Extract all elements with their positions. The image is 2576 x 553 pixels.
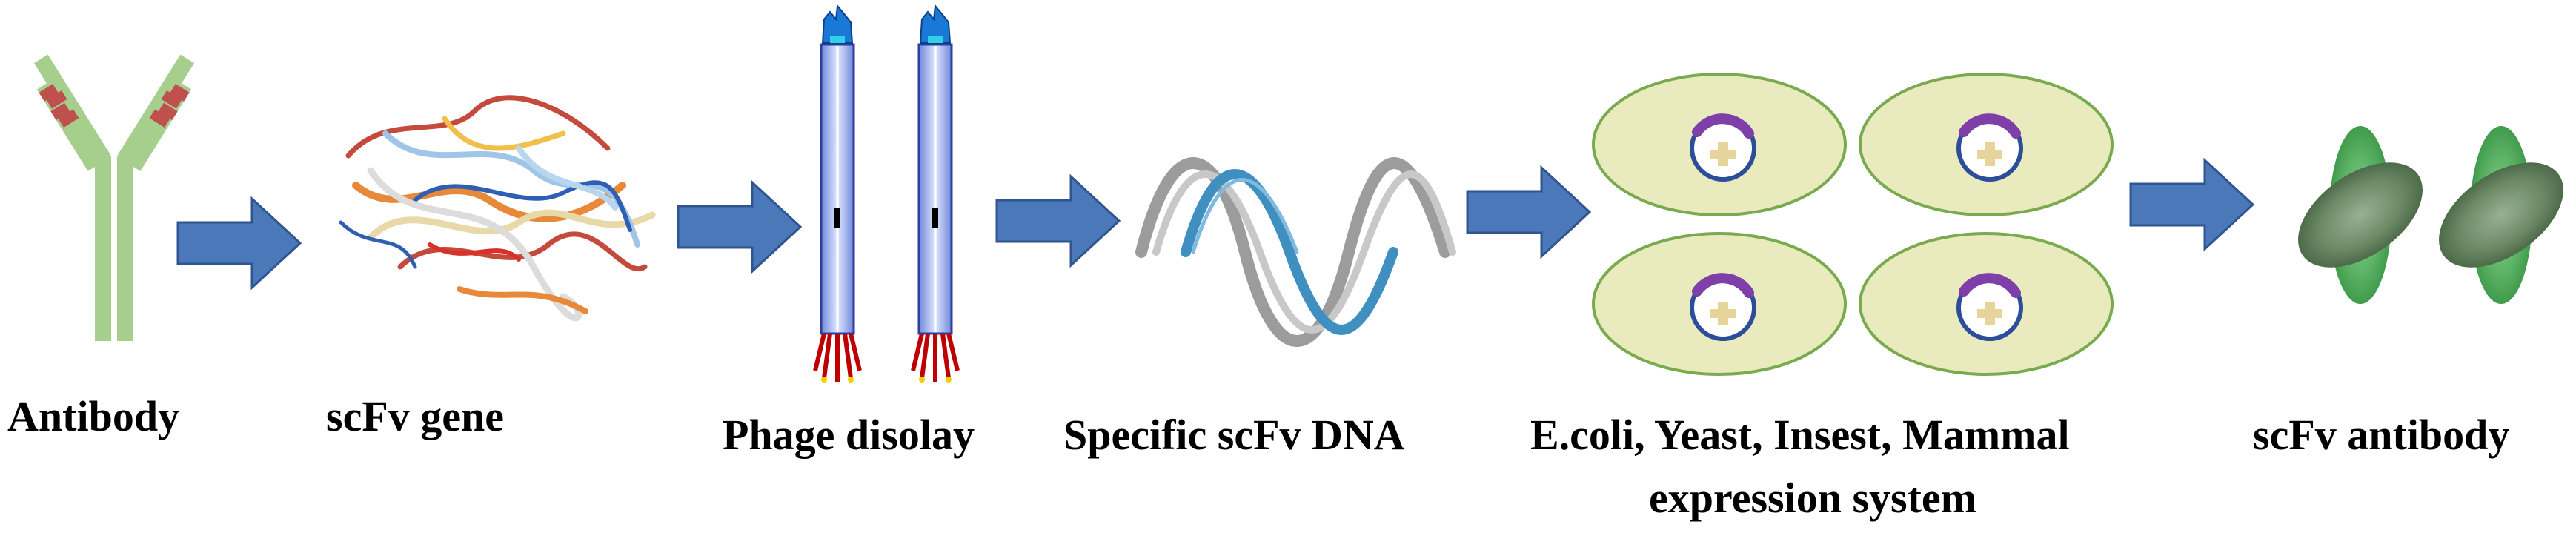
label-phage-display: Phage disolay — [723, 411, 975, 459]
cell-icon — [1592, 73, 2114, 376]
cell-top-right — [1859, 73, 2114, 216]
label-expression-line1: E.coli, Yeast, Insest, Mammal — [1530, 411, 2070, 459]
protein-ribbon-icon — [339, 95, 656, 322]
arrow-5 — [2129, 157, 2255, 252]
arrow-4 — [1466, 165, 1592, 259]
label-specific-scfv-dna: Specific scFv DNA — [1063, 411, 1405, 459]
label-scfv-gene: scFv gene — [326, 392, 504, 440]
label-scfv-antibody: scFv antibody — [2253, 411, 2510, 459]
label-expression-line2: expression system — [1649, 474, 1976, 522]
cell-bottom-right — [1859, 232, 2114, 376]
cell-top-left — [1592, 73, 1847, 216]
scfv-antibody-icon — [2298, 126, 2563, 304]
label-antibody: Antibody — [7, 392, 180, 440]
cell-bottom-left — [1592, 232, 1847, 376]
arrow-2 — [677, 179, 803, 274]
antibody-icon — [33, 54, 195, 341]
arrow-3 — [995, 173, 1121, 268]
dna-helix-icon — [1135, 157, 1456, 347]
arrow-1 — [176, 196, 302, 291]
phage-icon — [813, 4, 960, 383]
